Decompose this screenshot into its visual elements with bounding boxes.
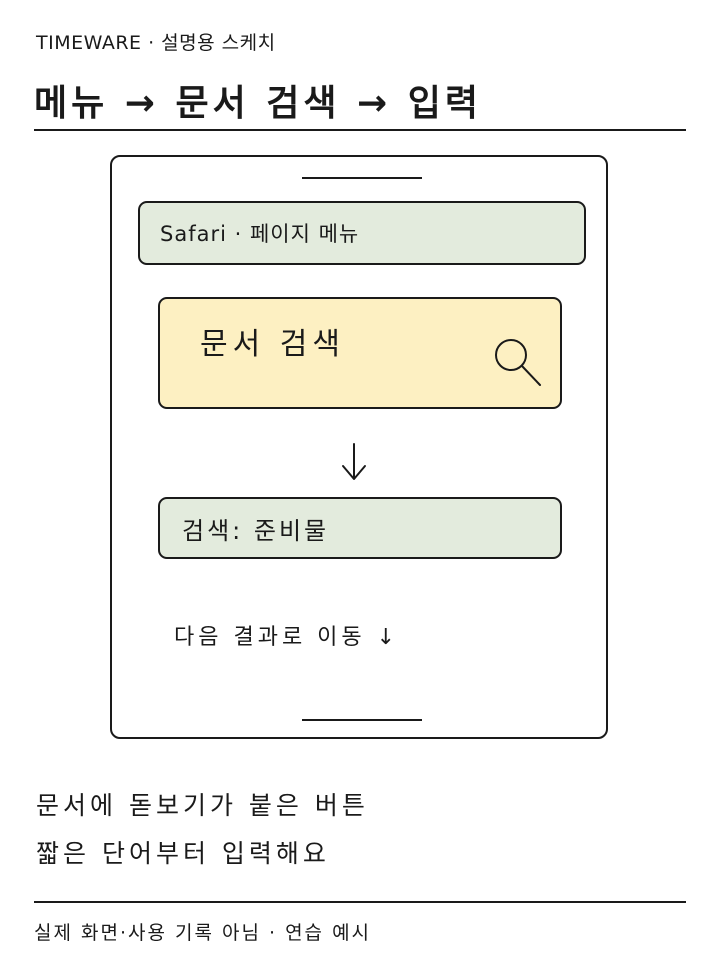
caption-line-1: 문서에 돋보기가 붙은 버튼: [36, 791, 369, 820]
phone-frame: Safari · 페이지 메뉴 문서 검색 검색: 준비물 다음 결과로 이동 …: [110, 155, 608, 739]
page-menu-bar[interactable]: Safari · 페이지 메뉴: [138, 201, 586, 265]
phone-top-line: [302, 177, 422, 179]
next-result-link[interactable]: 다음 결과로 이동 ↓: [174, 625, 400, 650]
down-arrow-icon: [342, 443, 366, 480]
caption-line-2: 짧은 단어부터 입력해요: [36, 839, 330, 868]
find-on-page-label: 문서 검색: [200, 327, 345, 362]
top-divider: [34, 129, 686, 131]
sketch-eyebrow: TIMEWARE · 설명용 스케치: [36, 32, 276, 54]
search-query-text: 검색: 준비물: [182, 516, 330, 545]
magnifier-icon: [495, 339, 541, 386]
phone-bottom-line: [302, 719, 422, 721]
find-on-page-button[interactable]: 문서 검색: [158, 297, 562, 409]
page-menu-label: Safari · 페이지 메뉴: [160, 222, 360, 246]
bottom-divider: [34, 901, 686, 903]
search-query-field[interactable]: 검색: 준비물: [158, 497, 562, 559]
disclaimer-footnote: 실제 화면·사용 기록 아님 · 연습 예시: [34, 922, 372, 944]
page-title: 메뉴 → 문서 검색 → 입력: [34, 83, 482, 124]
